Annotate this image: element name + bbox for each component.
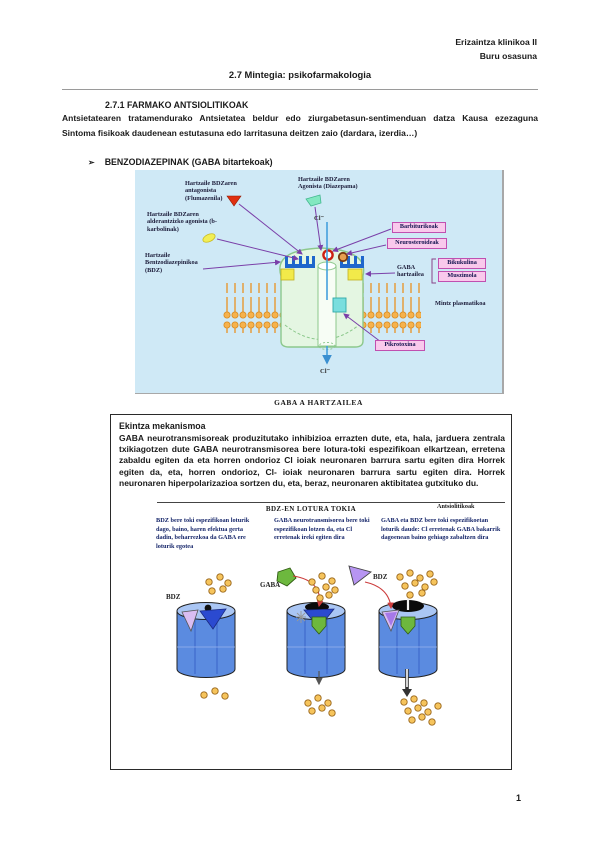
chloride-ions-3 [396,569,442,726]
bdz-molecule [348,565,372,586]
intro-line1: Antsietatearen tratamendurako Antsietate… [62,113,538,123]
mechanism-heading: Ekintza mekanismoa [119,421,206,431]
bracket [431,258,436,284]
ion-flow-arrowhead [402,689,412,697]
header: Erizaintza klinikoa II Buru osasuna [455,36,537,64]
agonist-shape [305,194,322,207]
gaba-site-left [280,268,295,281]
mechanism-divider [157,502,505,503]
label-cl-top: Cl⁻ [314,215,325,222]
channel-states-art [176,565,442,726]
empty-bdz-slot-sparkle [296,611,306,623]
label-bicuculline: Bikukulina [438,258,486,269]
bdz-slot [181,609,199,633]
bullet-item-benzodiazepines: ➢ BENZODIAZEPINAK (GABA bitartekoak) [88,157,273,167]
antagonist-shape [226,195,242,207]
gaba-bound [311,616,327,635]
binding-site-title: BDZ-EN LOTURA TOKIA [265,505,357,513]
anxiolytics-label: Antsiolitikoak [437,503,475,510]
neurosteroid-site [337,251,349,263]
header-course: Erizaintza klinikoa II [455,37,537,47]
mechanism-box: Ekintza mekanismoa GABA neurotransmisore… [110,414,512,770]
membrane-left [223,283,281,333]
bdz-entry-arrow [364,581,394,610]
section-heading: 2.7.1 FARMAKO ANTSIOLITIKOAK [105,100,249,110]
membrane-right [363,283,421,333]
annotation-arrows [202,203,396,343]
intro-line2: Sintoma fisikoak daudenean estutasuna ed… [62,128,418,138]
label-inverse-agonist: Hartzaile BDZaren alderantzizko agonista… [147,211,217,233]
figure-caption: GABA A HARTZAILEA [274,398,363,407]
label-antagonist: Hartzaile BDZaren antagonista (Flumazeni… [185,180,237,202]
mechanism-body: GABA neurotransmisoreak produzitutako in… [119,433,505,488]
bullet-arrow-icon: ➢ [88,158,95,167]
page-number: 1 [516,793,522,803]
label-agonist: Hartzaile BDZaren Agonista (Diazepama) [298,176,358,191]
barbiturate-site [322,249,334,261]
mechanism-column-2: GABA neurotransmisorea bere toki espezif… [274,517,370,541]
gaba-molecule [276,567,297,587]
receptor-closed [176,602,236,678]
picrotoxin-site [332,297,347,313]
label-neurosteroids: Neurosteroideak [387,238,447,249]
label-bdz-receptor: Hartzaile Bentzodiazepinikoa (BDZ) [145,252,198,274]
label-barbiturates: Barbiturikoak [392,222,446,233]
gaba-site-right [347,268,363,281]
cylinder1-bdz-label: BDZ [166,593,181,601]
bdz-bound [385,612,397,626]
closed-pore [204,604,212,612]
cylinder3-bdz-label: BDZ [373,573,388,581]
label-picrotoxin: Pikrotoxina [375,340,425,351]
title-divider [62,89,538,90]
mechanism-column-3: GABA eta BDZ bere toki espezifikoetan lo… [381,517,501,541]
label-gaba-receptor: GABA hartzailea [397,264,424,279]
chloride-ions-2 [304,572,339,717]
chloride-ions-1 [200,573,232,700]
header-subject: Buru osasuna [479,50,537,61]
label-cl-bottom: Cl⁻ [320,368,331,375]
page-title: 2.7 Mintegia: psikofarmakologia [228,69,372,80]
label-muscimol: Muszimola [438,271,486,282]
bullet-label: BENZODIAZEPINAK (GABA bitartekoak) [104,157,273,167]
receptor-figure-art [202,194,436,365]
cylinder2-gaba-label: GABA [260,581,281,589]
receptor-gaba-bdz-open [378,594,438,678]
mechanism-column-1: BDZ bere toki espezifikoan loturik dago,… [156,517,250,550]
receptor-gaba-open [286,602,346,678]
gaba-receptor-figure: Hartzaile BDZaren antagonista (Flumazeni… [135,170,504,394]
label-membrane: Mintz plasmatikoa [435,300,486,307]
gaba-slot [199,608,227,630]
inverse-agonist-shape [202,233,216,243]
gaba-bound [400,616,416,635]
